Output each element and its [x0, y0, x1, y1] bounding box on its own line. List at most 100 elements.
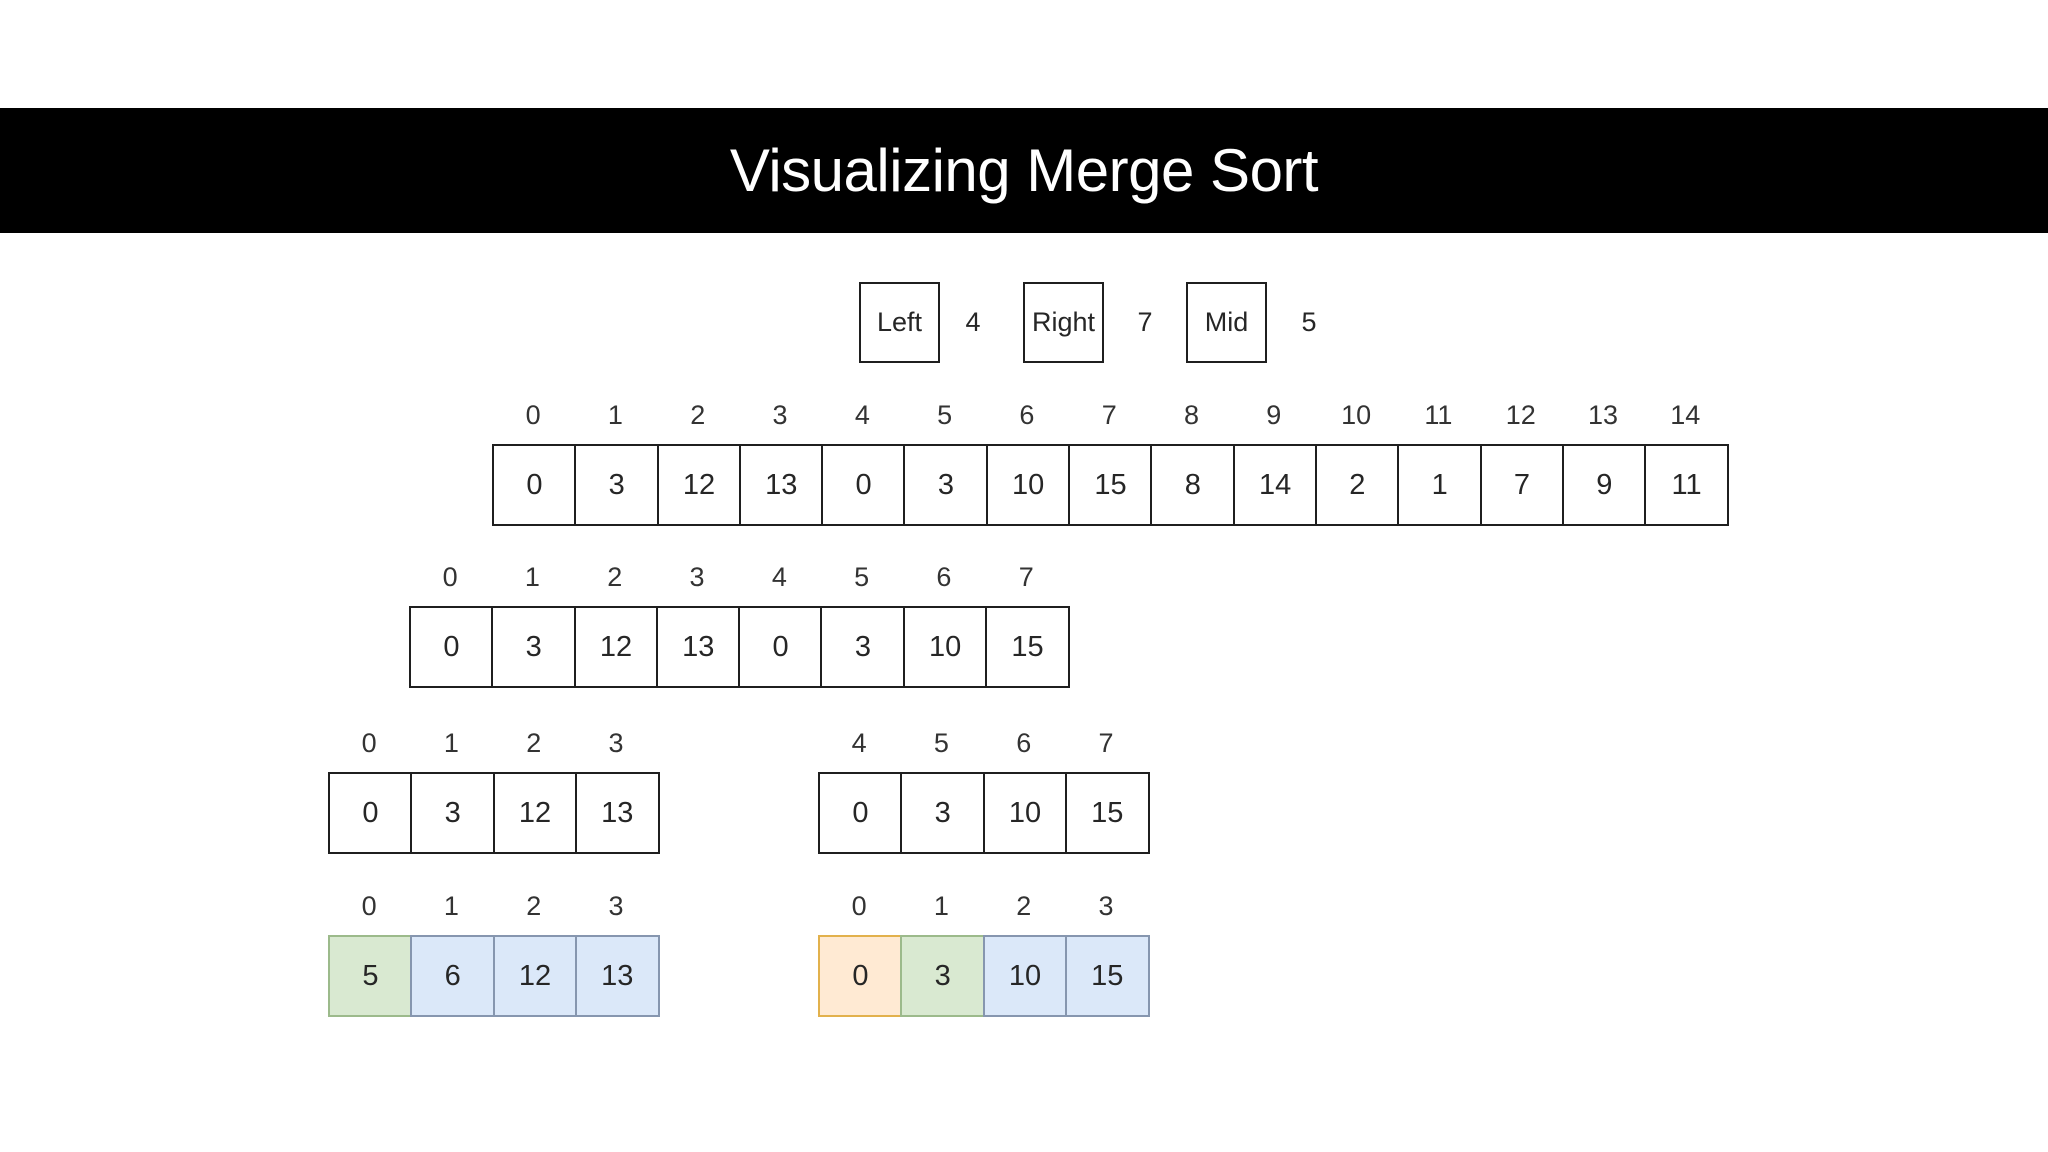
array-cell: 0: [492, 444, 577, 526]
left-pointer-box: Left: [859, 282, 940, 363]
array-cell: 10: [982, 772, 1068, 854]
array-cell: 14: [1232, 444, 1318, 526]
index-label: 4: [851, 728, 867, 758]
array-cell: 9: [1561, 444, 1647, 526]
index-label: 0: [361, 728, 377, 758]
mid-pointer-value: 5: [1301, 307, 1317, 337]
index-label: 14: [1670, 400, 1701, 430]
array-cell: 0: [818, 935, 903, 1017]
index-labels: 4 5 6 7: [818, 728, 1150, 758]
array-cell: 1: [1397, 444, 1483, 526]
index-label: 0: [851, 891, 867, 921]
index-label: 9: [1266, 400, 1282, 430]
index-label: 1: [607, 400, 623, 430]
index-label: 7: [1018, 562, 1034, 592]
index-label: 7: [1098, 728, 1114, 758]
array-cell: 10: [985, 444, 1071, 526]
right-pointer-value: 7: [1137, 307, 1153, 337]
index-label: 11: [1424, 400, 1453, 430]
index-label: 3: [689, 562, 705, 592]
array-cell: 3: [410, 772, 496, 854]
array-cell: 11: [1644, 444, 1729, 526]
index-label: 3: [772, 400, 788, 430]
array-cell: 3: [574, 444, 660, 526]
index-label: 13: [1587, 400, 1619, 430]
array-cell: 0: [818, 772, 903, 854]
array-cell: 8: [1150, 444, 1236, 526]
index-label: 2: [690, 400, 706, 430]
array-cell: 0: [409, 606, 494, 688]
index-label: 5: [937, 400, 953, 430]
array-cell: 12: [656, 444, 742, 526]
array-cell: 12: [492, 935, 578, 1017]
array-cell: 0: [738, 606, 823, 688]
index-label: 6: [936, 562, 952, 592]
index-labels: 0 1 2 3: [328, 891, 660, 921]
index-label: 0: [361, 891, 377, 921]
array-cell: 13: [574, 935, 660, 1017]
array-cell: 3: [820, 606, 906, 688]
page-title: Visualizing Merge Sort: [729, 137, 1319, 204]
left-pointer-value: 4: [965, 307, 981, 337]
index-labels: 0 1 2 3: [328, 728, 660, 758]
array-cell: 3: [900, 772, 986, 854]
index-label: 3: [608, 891, 624, 921]
array-cell: 0: [328, 772, 413, 854]
array-cell: 10: [902, 606, 988, 688]
array-cell: 15: [1064, 935, 1150, 1017]
index-label: 0: [442, 562, 458, 592]
array-cell: 0: [821, 444, 906, 526]
array-cell: 6: [410, 935, 496, 1017]
array-cell: 3: [491, 606, 577, 688]
array-cell: 10: [982, 935, 1068, 1017]
array-cell: 5: [328, 935, 413, 1017]
index-label: 6: [1016, 728, 1032, 758]
index-label: 3: [608, 728, 624, 758]
array-cell: 7: [1479, 444, 1565, 526]
index-label: 1: [933, 891, 949, 921]
title-banner: Visualizing Merge Sort: [0, 108, 2048, 233]
array-cell: 3: [900, 935, 986, 1017]
array-cell: 15: [1068, 444, 1153, 526]
array-cell: 13: [738, 444, 824, 526]
index-labels: 0 1 2 3 4 5 6 7: [409, 562, 1070, 592]
index-label: 2: [607, 562, 623, 592]
array-cell: 13: [574, 772, 660, 854]
right-pointer-box: Right: [1023, 282, 1104, 363]
index-label: 8: [1184, 400, 1200, 430]
array-cell: 3: [903, 444, 989, 526]
index-label: 3: [1098, 891, 1114, 921]
array-cell: 2: [1314, 444, 1400, 526]
array-cell: 15: [985, 606, 1070, 688]
index-label: 7: [1101, 400, 1117, 430]
array-cell: 12: [492, 772, 578, 854]
array-cell: 13: [655, 606, 741, 688]
index-label: 4: [771, 562, 787, 592]
array-cell: 12: [573, 606, 659, 688]
index-label: 1: [443, 728, 459, 758]
index-label: 1: [443, 891, 459, 921]
index-label: 2: [526, 728, 542, 758]
index-label: 12: [1505, 400, 1536, 430]
index-label: 5: [854, 562, 870, 592]
index-label: 6: [1019, 400, 1035, 430]
index-label: 0: [525, 400, 541, 430]
index-label: 1: [524, 562, 540, 592]
index-label: 5: [933, 728, 949, 758]
index-label: 2: [526, 891, 542, 921]
array-cell: 15: [1064, 772, 1150, 854]
